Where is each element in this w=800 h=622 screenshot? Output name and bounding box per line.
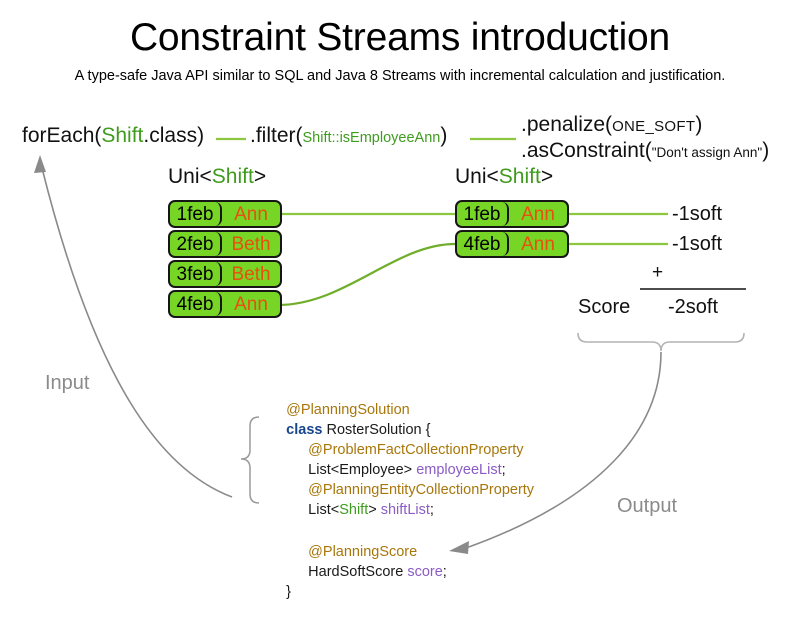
stream-label-left: Uni<Shift> (168, 165, 266, 189)
code-block: @PlanningSolution class RosterSolution {… (262, 380, 534, 600)
penalize-arg: ONE_SOFT (612, 118, 696, 135)
annotation-problem-fact-collection: @ProblemFactCollectionProperty (308, 442, 524, 458)
field-type-shift-list-pre: List< (308, 502, 340, 518)
pipeline-stage-filter[interactable]: .filter(Shift::isEmployeeAnn) (250, 124, 447, 148)
code-fields-brace (240, 416, 260, 504)
score-label: Score (578, 296, 631, 318)
field-type-employee-list: List<Employee> (308, 462, 417, 478)
tuple-row[interactable]: 2feb Beth (168, 230, 282, 258)
field-type-shift-list-mid: > (368, 502, 381, 518)
tuple-date: 4feb (170, 292, 222, 316)
code-line: HardSoftScore score; (262, 542, 534, 580)
uni-left-type: Shift (211, 165, 254, 188)
code-line: @PlanningScore (262, 522, 534, 560)
class-declaration: RosterSolution { (322, 422, 431, 438)
pipeline-stage-penalize[interactable]: .penalize(ONE_SOFT) (521, 113, 702, 137)
sum-divider (640, 288, 746, 290)
tuple-date: 1feb (457, 202, 509, 226)
tuple-row[interactable]: 1feb Ann (455, 200, 569, 228)
as-constraint-arg: "Don't assign Ann" (651, 145, 763, 160)
field-end-employee-list: ; (501, 462, 506, 478)
annotation-planning-score: @PlanningScore (308, 544, 418, 560)
connector-layer (34, 137, 745, 554)
input-arrow-head (34, 155, 46, 173)
keyword-class: class (286, 422, 323, 438)
code-line: List<Shift> shiftList; (262, 480, 534, 518)
tuple-employee: Ann (521, 203, 555, 225)
foreach-type: Shift (101, 124, 144, 147)
uni-right-type: Shift (498, 165, 541, 188)
code-line: List<Employee> employeeList; (262, 440, 534, 478)
as-constraint-call: .asConstraint( (521, 139, 652, 162)
field-name-shift-list: shiftList (380, 502, 430, 518)
code-line: class RosterSolution { (262, 400, 534, 438)
slide-canvas: Constraint Streams introduction A type-s… (22, 16, 769, 600)
stream-label-right: Uni<Shift> (455, 165, 553, 189)
penalty-value-1: -1soft (672, 203, 723, 225)
code-line: @PlanningEntityCollectionProperty (262, 460, 534, 498)
penalize-tail: ) (695, 113, 703, 136)
tuple-row[interactable]: 4feb Ann (455, 230, 569, 258)
field-name-score: score (407, 564, 443, 580)
code-line: @ProblemFactCollectionProperty (262, 420, 534, 458)
tuple-row[interactable]: 1feb Ann (168, 200, 282, 228)
uni-right-suffix: > (540, 165, 554, 188)
input-flow-label: Input (45, 372, 90, 394)
tuple-employee: Ann (234, 293, 268, 315)
penalty-value-2: -1soft (672, 233, 723, 255)
sum-operator: + (652, 262, 664, 283)
penalize-call: .penalize( (521, 113, 613, 136)
tuple-employee: Ann (521, 233, 555, 255)
foreach-tail: .class) (143, 124, 205, 147)
uni-left-prefix: Uni< (168, 165, 212, 188)
tuple-link-4feb (277, 242, 456, 307)
as-constraint-tail: ) (762, 139, 770, 162)
filter-call: .filter( (250, 124, 303, 147)
pipeline-stage-as-constraint[interactable]: .asConstraint("Don't assign Ann") (521, 139, 769, 163)
tuple-stack-right: 1feb Ann 4feb Ann (455, 200, 569, 260)
tuple-row[interactable]: 3feb Beth (168, 260, 282, 288)
field-end-shift-list: ; (429, 502, 434, 518)
annotation-planning-entity-collection: @PlanningEntityCollectionProperty (308, 482, 535, 498)
filter-tail: ) (440, 124, 448, 147)
page-subtitle: A type-safe Java API similar to SQL and … (74, 68, 726, 84)
tuple-date: 3feb (170, 262, 222, 286)
tuple-date: 1feb (170, 202, 222, 226)
input-arrow (41, 167, 233, 498)
annotation-planning-solution: @PlanningSolution (286, 402, 410, 418)
tuple-date: 2feb (170, 232, 222, 256)
uni-left-suffix: > (253, 165, 267, 188)
tuple-row[interactable]: 4feb Ann (168, 290, 282, 318)
output-arrow (465, 351, 662, 549)
output-flow-label: Output (617, 495, 678, 517)
tuple-employee: Ann (234, 203, 268, 225)
pipeline-stage-foreach[interactable]: forEach(Shift.class) (22, 124, 204, 148)
field-name-employee-list: employeeList (416, 462, 502, 478)
uni-right-prefix: Uni< (455, 165, 499, 188)
field-end-score: ; (442, 564, 447, 580)
field-type-shift: Shift (339, 502, 369, 518)
tuple-employee: Beth (231, 263, 271, 285)
code-line: @PlanningSolution (262, 380, 534, 418)
field-type-score: HardSoftScore (308, 564, 408, 580)
foreach-call: forEach( (22, 124, 102, 147)
tuple-date: 4feb (457, 232, 509, 256)
tuple-stack-left: 1feb Ann 2feb Beth 3feb Beth 4feb Ann (168, 200, 282, 320)
class-closing-brace: } (286, 584, 292, 600)
tuple-employee: Beth (231, 233, 271, 255)
score-brace (577, 332, 745, 352)
score-total: -2soft (668, 296, 719, 318)
output-arrow-head (449, 541, 469, 554)
page-title: Constraint Streams introduction (129, 16, 671, 59)
code-line: } (262, 562, 534, 600)
filter-method-ref: Shift::isEmployeeAnn (302, 130, 441, 146)
